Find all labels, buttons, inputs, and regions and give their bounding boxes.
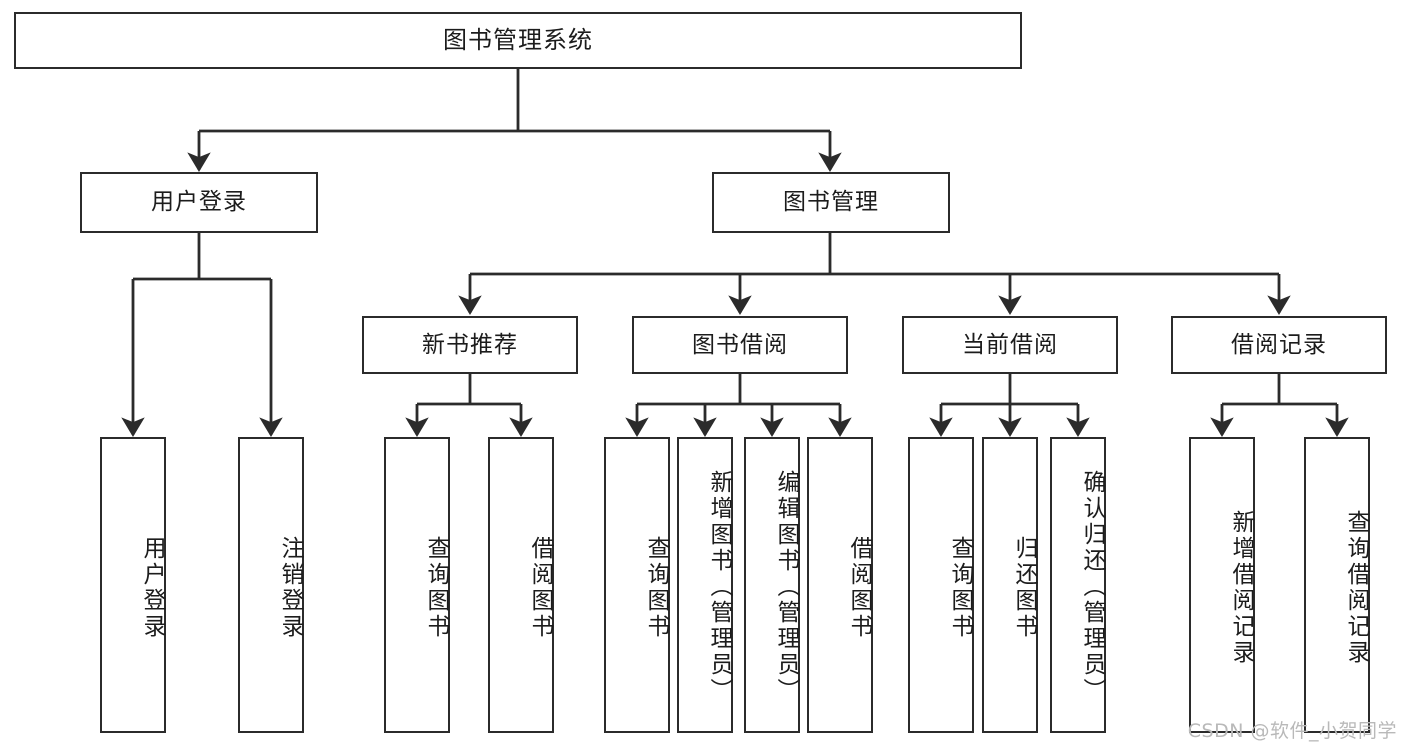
node-borrow-record-label: 借阅记录 [1231, 331, 1327, 358]
leaf-book-borrow-query[interactable]: 查询图书 [604, 437, 670, 733]
leaf-label: 查询图书 [947, 536, 973, 640]
leaf-label: 用户登录 [139, 536, 165, 640]
leaf-book-borrow-borrow[interactable]: 借阅图书 [807, 437, 873, 733]
leaf-label: 借阅图书 [527, 536, 553, 640]
node-book-management-label: 图书管理 [783, 189, 879, 216]
node-book-management[interactable]: 图书管理 [712, 172, 950, 233]
leaf-new-book-query[interactable]: 查询图书 [384, 437, 450, 733]
leaf-book-borrow-edit[interactable]: 编辑图书（管理员） [744, 437, 800, 733]
leaf-label: 借阅图书 [846, 536, 872, 640]
node-borrow-record[interactable]: 借阅记录 [1171, 316, 1387, 374]
node-user-login-label: 用户登录 [151, 189, 247, 216]
leaf-user-login-signin[interactable]: 用户登录 [100, 437, 166, 733]
node-current-borrow[interactable]: 当前借阅 [902, 316, 1118, 374]
node-user-login[interactable]: 用户登录 [80, 172, 318, 233]
leaf-current-borrow-confirm[interactable]: 确认归还（管理员） [1050, 437, 1106, 733]
node-root-system[interactable]: 图书管理系统 [14, 12, 1022, 69]
leaf-current-borrow-return[interactable]: 归还图书 [982, 437, 1038, 733]
leaf-borrow-record-add[interactable]: 新增借阅记录 [1189, 437, 1255, 733]
leaf-label: 编辑图书（管理员） [773, 470, 799, 704]
leaf-book-borrow-add[interactable]: 新增图书（管理员） [677, 437, 733, 733]
leaf-label: 注销登录 [277, 536, 303, 640]
leaf-label: 确认归还（管理员） [1079, 470, 1105, 704]
leaf-label: 查询图书 [423, 536, 449, 640]
leaf-borrow-record-query[interactable]: 查询借阅记录 [1304, 437, 1370, 733]
leaf-label: 新增图书（管理员） [706, 470, 732, 704]
leaf-label: 归还图书 [1011, 536, 1037, 640]
leaf-label: 新增借阅记录 [1228, 510, 1254, 666]
watermark: CSDN @软件_小贺同学 [1187, 720, 1397, 742]
leaf-new-book-borrow[interactable]: 借阅图书 [488, 437, 554, 733]
leaf-label: 查询图书 [643, 536, 669, 640]
node-new-book-recommend-label: 新书推荐 [422, 331, 518, 358]
leaf-current-borrow-query[interactable]: 查询图书 [908, 437, 974, 733]
leaf-user-login-signout[interactable]: 注销登录 [238, 437, 304, 733]
node-new-book-recommend[interactable]: 新书推荐 [362, 316, 578, 374]
node-book-borrow[interactable]: 图书借阅 [632, 316, 848, 374]
node-book-borrow-label: 图书借阅 [692, 331, 788, 358]
leaf-label: 查询借阅记录 [1343, 510, 1369, 666]
node-current-borrow-label: 当前借阅 [962, 331, 1058, 358]
node-root-label: 图书管理系统 [443, 25, 593, 54]
